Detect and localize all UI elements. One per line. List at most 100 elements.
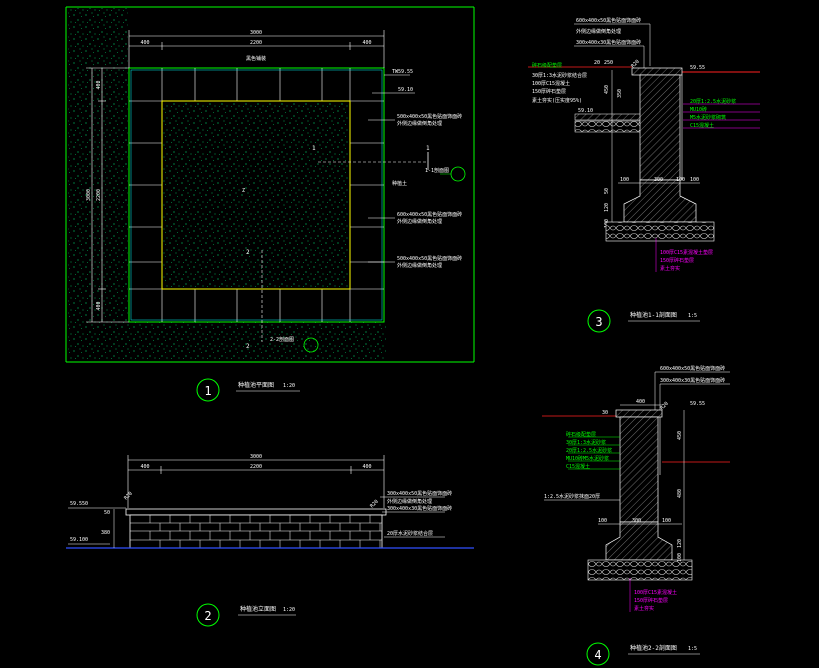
s2-dim-right-2: 480 [677,489,683,498]
s1-left-callout-2: 30厚1:3水泥砂浆结合层 [532,72,587,79]
s2-footing [605,521,673,561]
elev-callout-1: 300x400x50黑色贴面饰面砖 [387,490,452,497]
s1-dim-left-1: 450 [604,85,610,94]
s2-level: 59.55 [690,401,705,407]
s2-wall [619,416,659,523]
s2-left-callout-1: 碎石级配垫层 [566,431,596,438]
plan-callout-leaders [368,119,395,263]
plan-dim-top [128,30,385,68]
elev-dims [127,455,385,508]
plan-side-label: 种植土 [392,180,407,187]
elev-dim-total: 3000 [250,454,262,460]
s1-bottom-callout-1: 100厚C15素混凝土垫层 [660,249,713,256]
s1-gravel-bed [605,221,715,242]
s2-gravel-bed [587,559,693,581]
plan-rim-inner-cyan [130,69,383,321]
elev-callout-leaders [380,496,445,538]
s1-title-bubble [587,309,611,333]
s1-paving-left [574,113,642,121]
s2-left-callout-2: 30厚1:3水泥砂浆 [566,439,606,446]
s1-dim-left-2: 350 [617,89,623,98]
s1-left-callout-4: 150厚碎石垫层 [532,88,566,95]
s2-top-callout-1: 600x400x50黑色贴面饰面砖 [660,365,725,372]
s1-top-callout-2: 外侧边缘做倒角处理 [576,28,621,35]
plan-dim-left [86,67,129,323]
s1-left-callout-1: 碎石级配垫层 [532,62,562,69]
s1-wall [639,74,681,181]
s1-top-callout-3: 300x400x30黑色贴面饰面砖 [576,39,641,46]
s1-bottom-callout-2: 150厚碎石垫层 [660,257,694,264]
plan-section-mark-1a: 1 [312,145,316,152]
plan-callout-3: 600x400x50黑色贴面饰面砖 [397,211,462,218]
s1-left-callout-5: 素土夯实(压实度95%) [532,97,582,104]
s2-dim-right-3: 120 [677,539,683,548]
section-1-view: 600x400x50黑色贴面饰面砖 外侧边缘做倒角处理 300x400x30黑色… [528,17,760,333]
plan-dim-left-3: 400 [96,301,102,310]
elevation-view: 3000 400 2200 400 59.550 59.100 50 380 R… [66,454,474,627]
plan-section-mark-1b: 1 [426,145,430,152]
elev-dim-2: 2200 [250,464,262,470]
elev-scale: 1:20 [283,607,295,613]
s1-level-2: 59.10 [578,108,593,114]
plan-title-number: 1 [204,384,211,398]
plan-elevation-mark-2: 59.10 [398,87,413,93]
s2-title-bubble [586,642,610,666]
elev-brick-joints [149,515,381,548]
plan-ground-left-hatch [68,8,128,360]
elev-radius-left: R20 [123,491,134,502]
s1-right-callout-3: M5水泥砂浆砌筑 [690,114,726,121]
plan-mid-label: 黑色铺装 [246,55,266,62]
s1-radius: R20 [630,59,641,70]
s2-cap [615,409,663,418]
plan-dim-left-total: 3000 [86,189,92,201]
s1-right-callout-2: MU10砖 [690,106,707,113]
s1-dim-bottom-1: 100 [620,177,629,183]
s2-dim-top-1: 400 [636,399,645,405]
s1-dim-left-3: 50 [604,188,610,194]
s1-left-callout-3: 100厚C15混凝土 [532,80,570,87]
plan-ground-bottom-hatch [68,322,386,360]
plan-scale: 1:20 [283,383,295,389]
plan-section-mark-2b: 2 [246,343,250,350]
s2-dim-bottom-3: 100 [662,518,671,524]
s1-right-callout-1: 20厚1:2.5水泥砂浆 [690,98,736,105]
plan-detail-bubble-3 [450,166,466,182]
plan-dim-top-2: 2200 [250,40,262,46]
s2-left-leaders [568,436,620,470]
s2-left-callout-4: MU10砖M5水泥砂浆 [566,455,609,462]
plan-detail-bubble-4 [303,337,319,353]
s1-level: 59.55 [690,65,705,71]
elev-cap [125,508,387,516]
s2-dim-right-4: 100 [677,553,683,562]
plan-callout-6: 500x400x50黑色贴面饰面砖 [397,255,462,262]
plan-view: 3000 400 2200 400 黑色铺装 3000 400 2200 400… [65,6,475,402]
s2-bottom-callout-3: 素土夯实 [634,605,654,612]
elev-height-1: 50 [104,510,110,516]
s2-bottom-callout-2: 150厚碎石垫层 [634,597,668,604]
plan-dim-left-2: 2200 [96,189,102,201]
s2-title-number: 4 [594,648,601,662]
plan-center-mark: Z [242,188,245,194]
s2-bottom-callout-1: 100厚C15素混凝土 [634,589,677,596]
plan-section-mark-2a: 2 [246,249,250,256]
plan-section-note-1: 1-1剖面图 [425,167,449,174]
s1-dim-bottom-4: 100 [690,177,699,183]
elev-callout-3: 300x400x30黑色贴面饰面砖 [387,505,452,512]
plan-dim-top-1: 400 [140,40,149,46]
elev-title-number: 2 [204,609,211,623]
elev-height-2: 380 [101,530,110,536]
s1-right-callout-4: C15混凝土 [690,122,714,129]
elev-level-bottom: 59.100 [70,537,88,543]
s1-dim-bottom-2: 300 [654,177,663,183]
elev-radius-right: R20 [369,499,380,510]
s2-title: 种植池2-2剖面图 [630,644,677,652]
s1-scale: 1:5 [688,313,697,319]
s2-mid-callout: 1:2.5水泥砂浆抹面20厚 [544,493,600,500]
plan-title: 种植池平面图 [238,381,274,389]
elev-title-bubble [196,603,220,627]
s2-dim-bottom-1: 100 [598,518,607,524]
plan-dim-total: 3000 [250,30,262,36]
s1-dim-bottom-3: 100 [676,177,685,183]
elev-dim-1: 400 [140,464,149,470]
s2-dim-top-2: 30 [602,410,608,416]
